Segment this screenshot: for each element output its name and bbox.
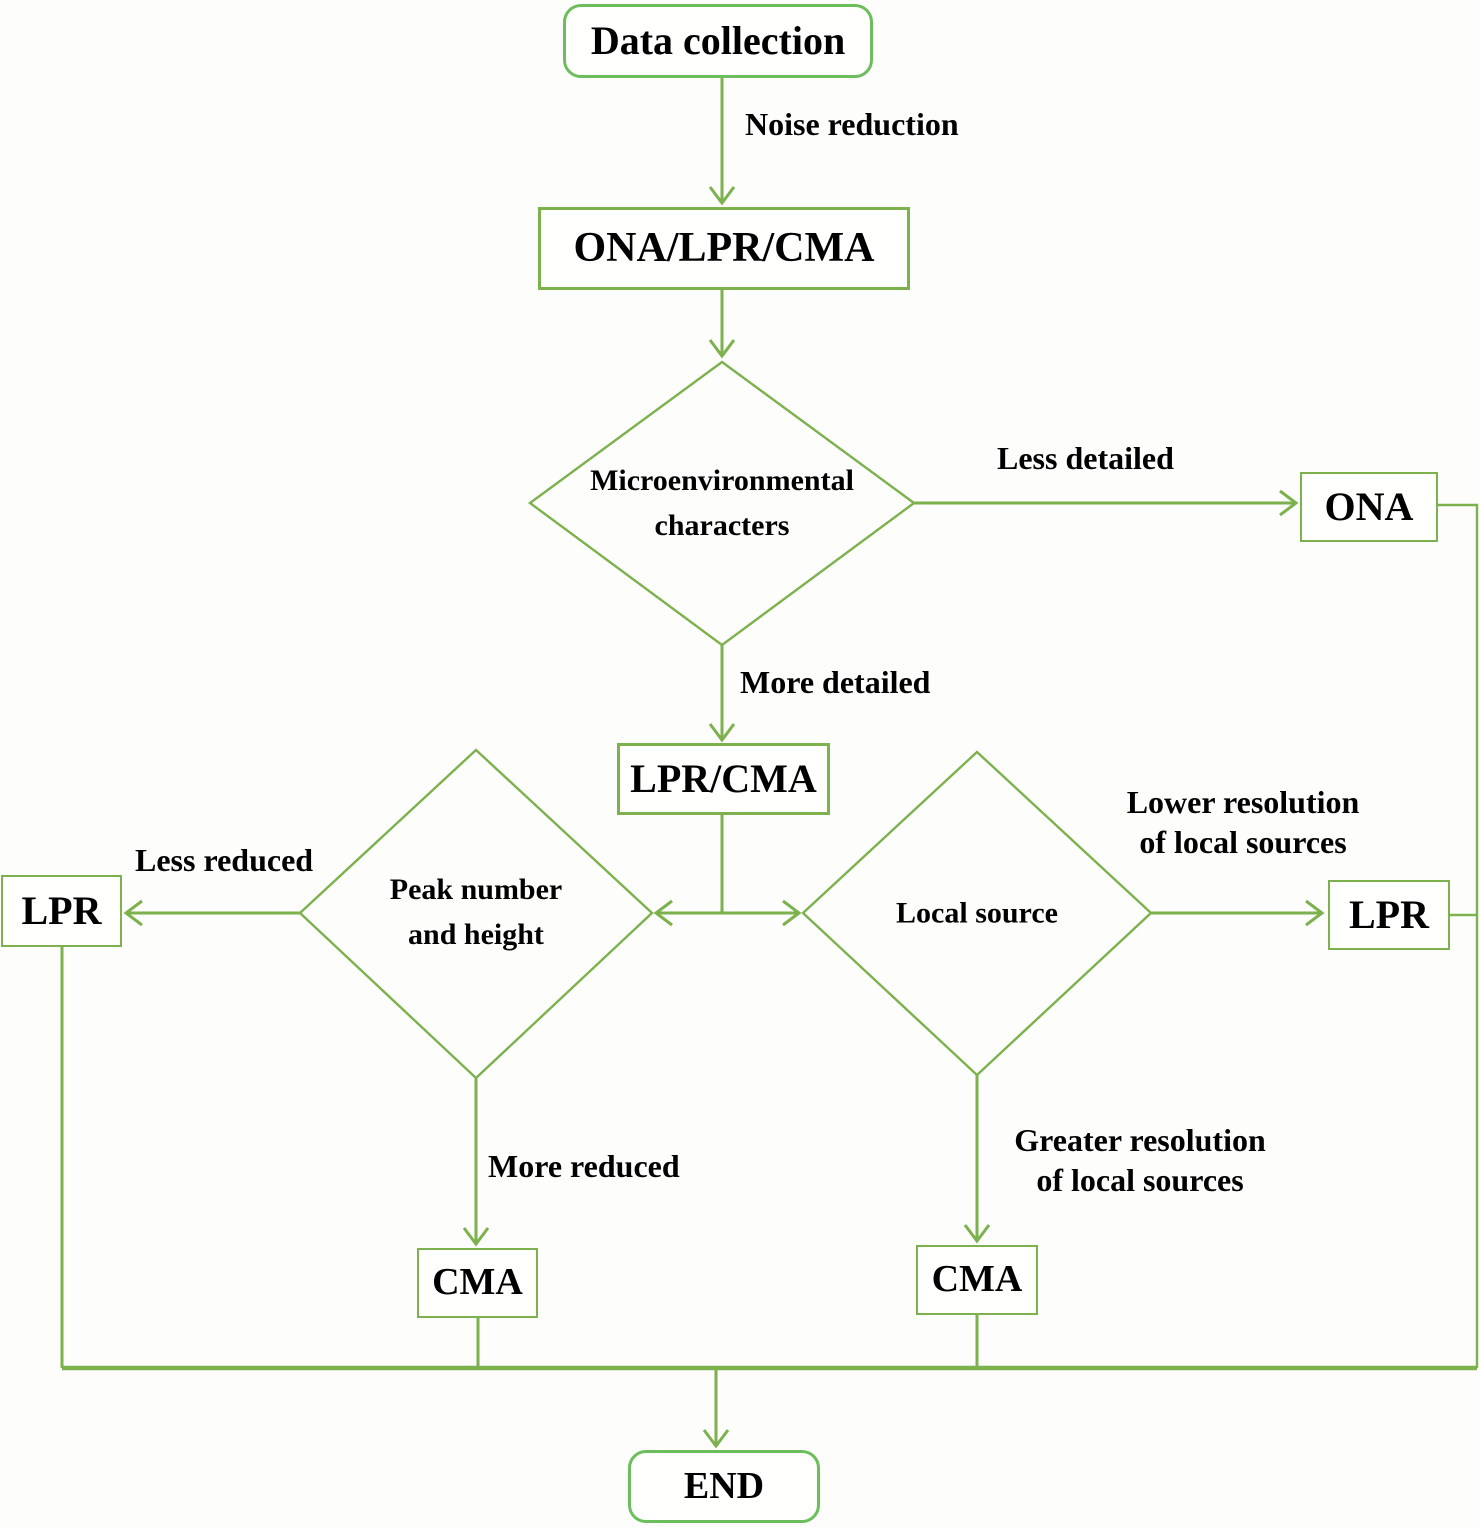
diamond-peaknumber-label: Peak number and height [389, 873, 563, 951]
node-lpr-cma: LPR/CMA [617, 743, 830, 815]
edge-label-lower-resolution: Lower resolution of local sources [1126, 784, 1360, 860]
node-data-collection: Data collection [563, 4, 873, 78]
arrowhead-down-icon [708, 723, 736, 743]
arrowhead-down-icon [702, 1429, 730, 1449]
arrowhead-down-icon [708, 339, 736, 359]
arrowhead-right-icon [1279, 489, 1299, 517]
arrowhead-down-icon [963, 1224, 991, 1244]
diamond-microenvironmental-label: Microenvironmental characters [590, 464, 854, 542]
edge-label-more-reduced: More reduced [488, 1148, 680, 1184]
edge-ona-rail [1438, 503, 1479, 1368]
edge-label-less-detailed: Less detailed [997, 440, 1174, 476]
node-ona-lpr-cma: ONA/LPR/CMA [538, 207, 910, 290]
arrowhead-right-icon [1305, 899, 1325, 927]
arrowhead-down-icon [462, 1227, 490, 1247]
arrowhead-left-icon [123, 899, 143, 927]
edge-label-greater-resolution: Greater resolution of local sources [1014, 1122, 1266, 1198]
arrowhead-right-icon [782, 899, 802, 927]
arrowhead-left-icon [653, 899, 673, 927]
arrowhead-down-icon [708, 186, 736, 206]
node-end: END [628, 1450, 820, 1523]
node-lpr-left: LPR [1, 875, 122, 947]
node-cma-left: CMA [417, 1248, 538, 1318]
node-cma-right: CMA [916, 1245, 1038, 1315]
diamond-localsource-label: Local source [896, 896, 1058, 930]
node-lpr-right: LPR [1328, 880, 1450, 950]
edge-label-noise-reduction: Noise reduction [745, 106, 959, 142]
node-ona: ONA [1300, 472, 1438, 542]
edge-label-more-detailed: More detailed [740, 664, 931, 700]
edge-label-less-reduced: Less reduced [135, 842, 314, 878]
